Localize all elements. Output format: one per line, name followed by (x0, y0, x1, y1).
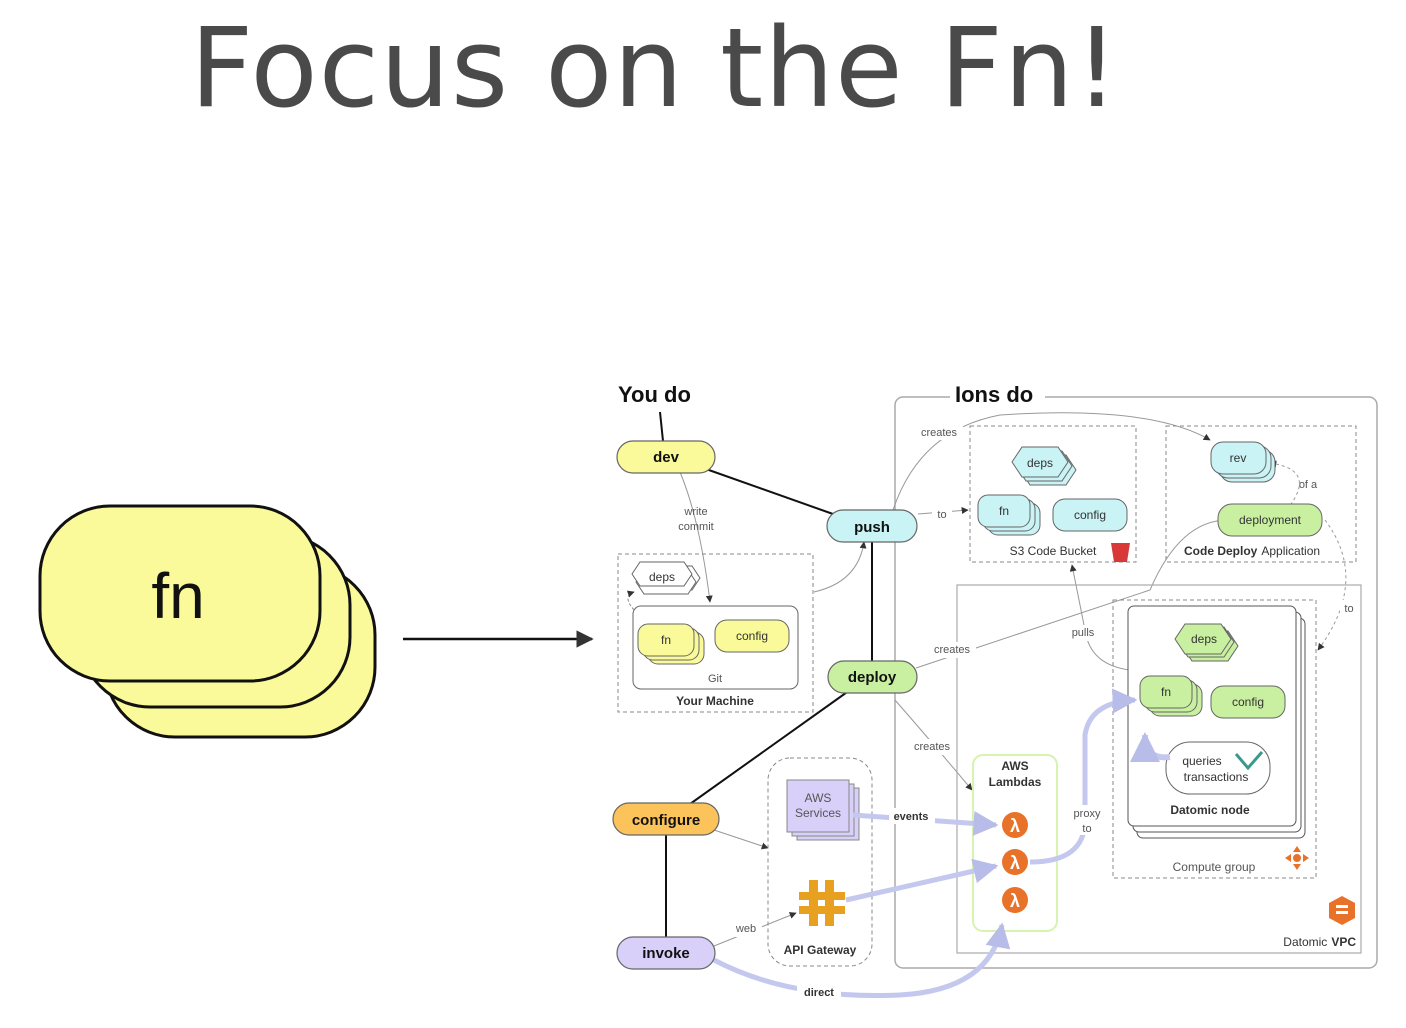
node-push: push (826, 509, 918, 543)
flow-lines (659, 411, 873, 937)
aws-lambdas-box: AWS Lambdas λ λ λ (972, 754, 1058, 932)
api-gateway-icon (799, 880, 845, 926)
label-proxy: proxy (1074, 808, 1101, 820)
machine-fn: fn (661, 633, 671, 647)
label-creates-top: creates (921, 427, 958, 439)
pulls-arrow (1069, 564, 1131, 671)
label-creates-low: creates (914, 741, 951, 753)
write-commit-arrow (679, 471, 713, 603)
label-creates-mid: creates (934, 644, 971, 656)
label-proxy-to: to (1082, 823, 1091, 835)
label-commit: commit (678, 521, 713, 533)
compute-group-label: Compute group (1173, 860, 1256, 874)
queries-label: queries (1182, 754, 1221, 768)
gateway-to-lambda-arrow (845, 858, 999, 903)
of-a-label: of a (1299, 479, 1318, 491)
machine-config: config (736, 629, 768, 643)
code-deploy-app: Application (1261, 544, 1320, 558)
deploy-creates-deployment (915, 516, 1229, 669)
node-deploy: deploy (827, 660, 918, 694)
compute-deps: deps (1191, 632, 1217, 646)
deploy-to-compute-arrow (1317, 519, 1347, 651)
lambda-icon (1002, 887, 1028, 913)
lambda-glyph-1: λ (1010, 816, 1020, 836)
s3-deps: deps (1027, 456, 1053, 470)
label-pulls: pulls (1072, 627, 1095, 639)
services-group: AWS Services API Gateway (767, 757, 873, 967)
label-web: web (735, 923, 756, 935)
configure-to-services (713, 829, 769, 850)
big-fn-label: fn (151, 560, 204, 632)
git-label: Git (708, 673, 722, 685)
machine-deps: deps (649, 570, 675, 584)
datomic-icon (1234, 751, 1264, 771)
s3-config: config (1074, 508, 1106, 522)
label-direct: direct (804, 987, 834, 999)
vpc-box (956, 584, 1362, 954)
lambda-icon (1002, 849, 1028, 875)
autoscale-icon (1285, 846, 1309, 870)
you-do-heading: You do (618, 382, 691, 407)
api-gateway-label: API Gateway (784, 943, 857, 957)
vpc-icon (1329, 896, 1355, 925)
queries-arrow (1130, 732, 1171, 763)
node-push-label: push (854, 519, 890, 536)
aws-services-line2: Services (795, 806, 841, 820)
datomic-node-label: Datomic node (1170, 803, 1250, 817)
s3-bucket-icon (1111, 543, 1130, 562)
page-title: Focus on the Fn! (190, 4, 1120, 132)
s3-fn: fn (999, 504, 1009, 518)
lambdas-line2: Lambdas (989, 775, 1042, 789)
compute-config: config (1232, 695, 1264, 709)
lambdas-line1: AWS (1001, 759, 1028, 773)
node-configure: configure (612, 802, 720, 836)
transactions-label: transactions (1184, 770, 1249, 784)
creates-rev-arrow (892, 412, 1211, 511)
node-dev: dev (616, 440, 716, 474)
your-machine-label: Your Machine (676, 694, 754, 708)
node-configure-label: configure (632, 812, 700, 829)
aws-services-line1: AWS (805, 791, 832, 805)
lambda-glyph-2: λ (1010, 853, 1020, 873)
node-invoke-label: invoke (642, 945, 690, 962)
compute-fn: fn (1161, 685, 1171, 699)
label-to: to (937, 509, 946, 521)
deployment-label: deployment (1239, 513, 1302, 527)
vpc-bold: VPC (1331, 935, 1356, 949)
vpc-prefix: Datomic (1283, 935, 1327, 949)
lambda-glyph-3: λ (1010, 891, 1020, 911)
s3-label: S3 Code Bucket (1010, 544, 1097, 558)
your-machine-box: deps fn config Git Your Machine (617, 553, 814, 713)
proxy-to-arrow (1029, 688, 1138, 865)
big-fn-stack: fn (38, 504, 377, 739)
node-invoke: invoke (616, 936, 716, 970)
node-deploy-label: deploy (848, 669, 897, 686)
label-events: events (894, 811, 929, 823)
machine-to-push (813, 541, 867, 593)
code-deploy-title: Code Deploy (1184, 544, 1258, 558)
rev-label: rev (1230, 451, 1247, 465)
compute-group-box: deps fn config queries transactions Dato… (1112, 599, 1317, 879)
label-to-right: to (1344, 603, 1353, 615)
label-write: write (683, 506, 707, 518)
direct-arrow (712, 922, 1011, 999)
node-dev-label: dev (653, 449, 680, 466)
ions-do-heading: Ions do (955, 382, 1033, 407)
lambda-icon (1002, 812, 1028, 838)
s3-bucket-box: deps fn config S3 Code Bucket (969, 425, 1137, 563)
